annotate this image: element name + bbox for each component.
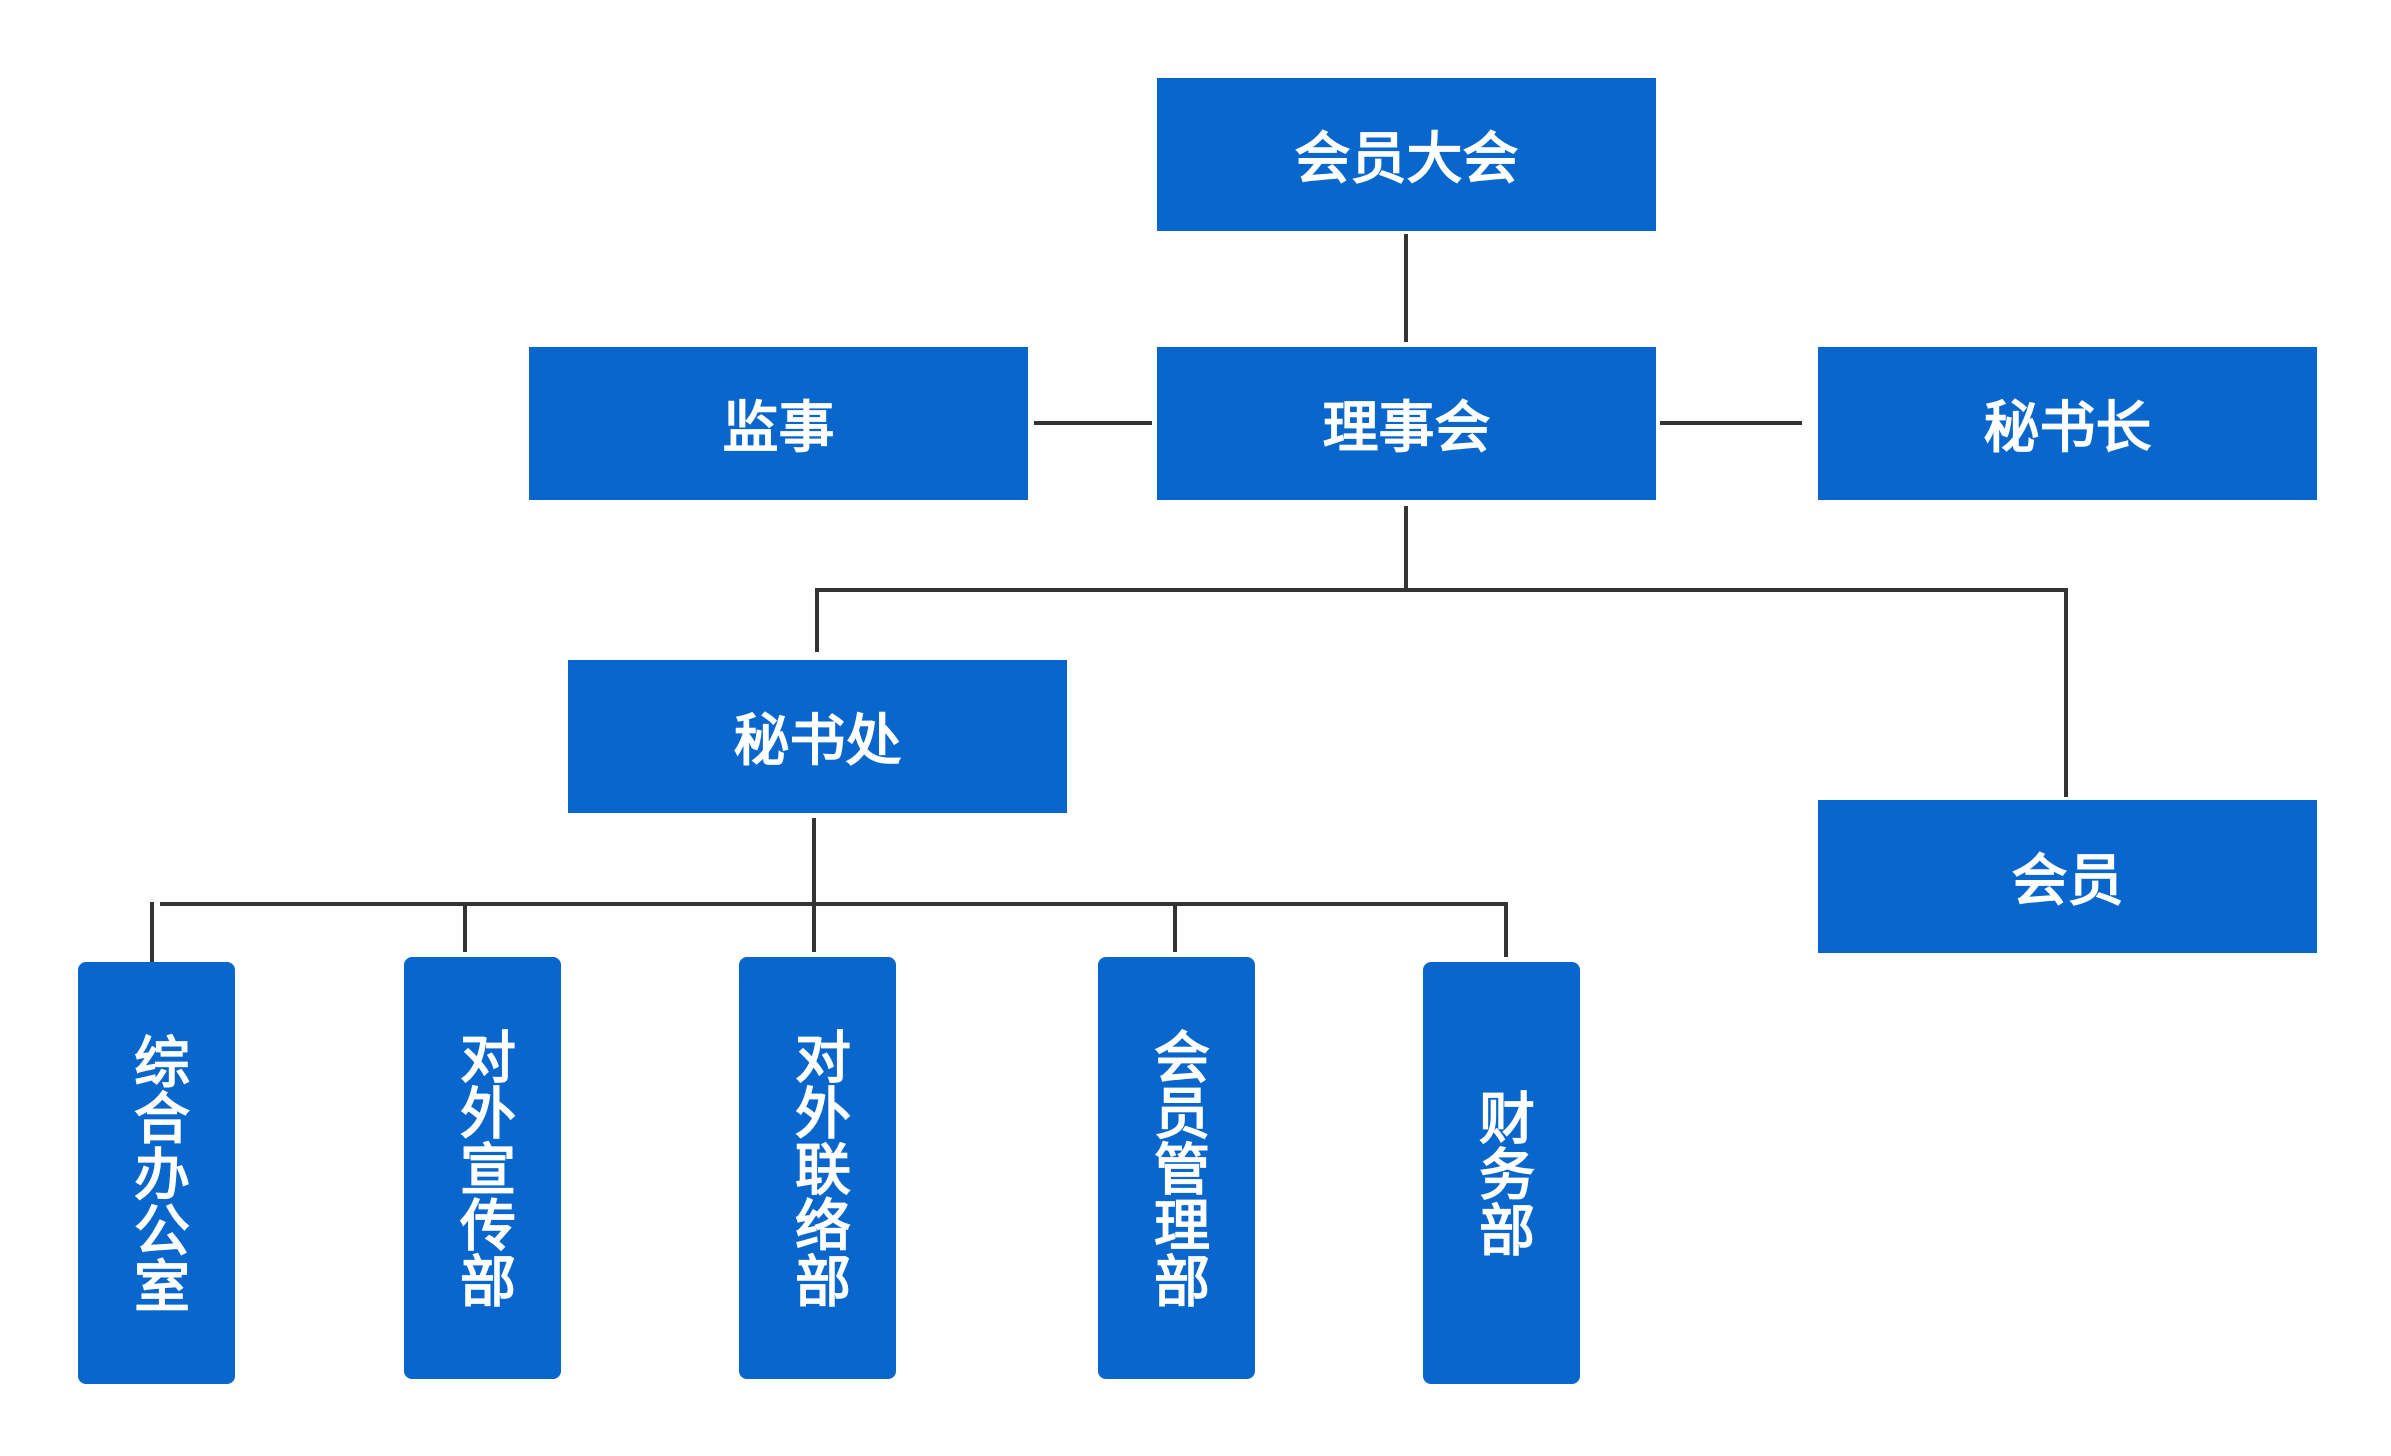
node-members: 会员: [1818, 800, 2317, 953]
node-supervisor: 监事: [529, 347, 1028, 500]
node-general-assembly: 会员大会: [1157, 78, 1656, 231]
node-secretary-general: 秘书长: [1818, 347, 2317, 500]
node-liaison-dept: 对外联络部: [739, 957, 896, 1379]
node-finance-dept: 财务部: [1423, 962, 1580, 1384]
node-council: 理事会: [1157, 347, 1656, 500]
node-publicity-dept: 对外宣传部: [404, 957, 561, 1379]
node-member-management-dept: 会员管理部: [1098, 957, 1255, 1379]
node-general-office: 综合办公室: [78, 962, 235, 1384]
node-secretariat: 秘书处: [568, 660, 1067, 813]
